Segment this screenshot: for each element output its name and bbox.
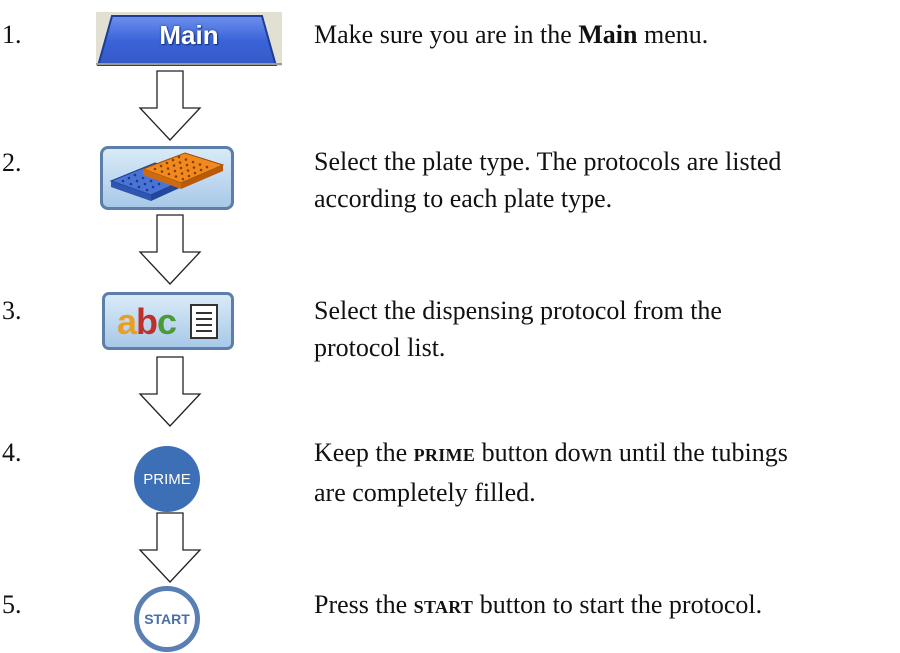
plate-type-icon bbox=[100, 146, 234, 210]
step-1-text-after: menu. bbox=[637, 20, 709, 49]
step-1-text-bold: Main bbox=[578, 20, 638, 49]
prime-button-label: PRIME bbox=[143, 470, 191, 488]
step-5-number: 5. bbox=[2, 590, 22, 619]
step-4-text-after: button down until the tubings bbox=[475, 438, 788, 467]
step-5-text-before: Press the bbox=[314, 590, 414, 619]
step-5-text-bold: START bbox=[413, 597, 474, 617]
step-3-text: Select the dispensing protocol from the … bbox=[314, 292, 894, 366]
step-3-line-1: Select the dispensing protocol from the bbox=[314, 296, 722, 325]
down-arrow-icon bbox=[138, 512, 202, 583]
step-1-number: 1. bbox=[2, 20, 22, 49]
step-3-line-2: protocol list. bbox=[314, 333, 446, 362]
main-tab-icon: Main bbox=[96, 12, 282, 67]
down-arrow-icon bbox=[138, 214, 202, 285]
plate-icon-graphic bbox=[109, 152, 225, 201]
main-tab-label: Main bbox=[159, 20, 219, 50]
down-arrow-icon bbox=[138, 70, 202, 141]
abc-letter-c: c bbox=[157, 301, 177, 342]
step-5-text: Press the START button to start the prot… bbox=[314, 586, 894, 626]
step-4-line-1: Keep the PRIME button down until the tub… bbox=[314, 434, 894, 474]
protocol-list-icon: abc bbox=[102, 292, 234, 350]
start-button-icon: START bbox=[134, 586, 200, 652]
step-4-text-before: Keep the bbox=[314, 438, 414, 467]
step-2-line-2: according to each plate type. bbox=[314, 184, 613, 213]
step-2-number: 2. bbox=[2, 148, 22, 177]
step-1-text-before: Make sure you are in the bbox=[314, 20, 579, 49]
step-2-line-1: Select the plate type. The protocols are… bbox=[314, 147, 782, 176]
start-button-label: START bbox=[144, 611, 190, 627]
document-list-icon bbox=[190, 304, 218, 339]
step-1-text: Make sure you are in the Main menu. bbox=[314, 16, 894, 53]
down-arrow-icon bbox=[138, 356, 202, 427]
step-2-text: Select the plate type. The protocols are… bbox=[314, 143, 894, 217]
step-4-text: Keep the PRIME button down until the tub… bbox=[314, 434, 894, 511]
step-5-text-after: button to start the protocol. bbox=[473, 590, 763, 619]
main-tab-shape bbox=[96, 12, 282, 67]
step-3-number: 3. bbox=[2, 296, 22, 325]
abc-letter-a: a bbox=[117, 301, 137, 342]
step-4-text-bold: PRIME bbox=[413, 445, 476, 465]
abc-label: abc bbox=[117, 301, 177, 343]
abc-letter-b: b bbox=[136, 301, 158, 342]
prime-button-icon: PRIME bbox=[134, 446, 200, 512]
step-4-line-2: are completely filled. bbox=[314, 478, 536, 507]
step-4-number: 4. bbox=[2, 438, 22, 467]
